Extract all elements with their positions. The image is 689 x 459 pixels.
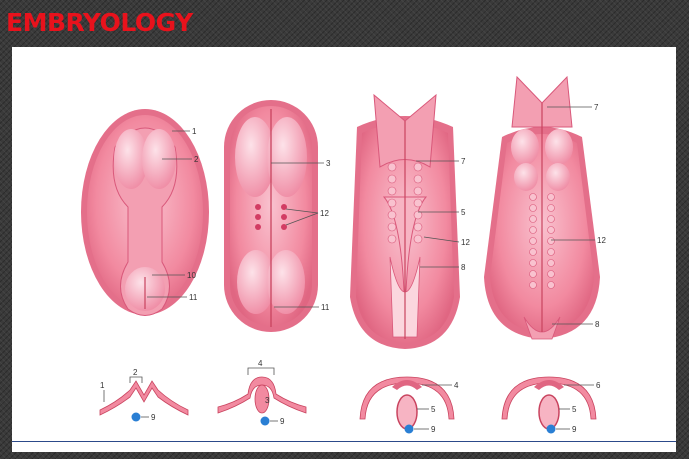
structure-labels: 1 2 10 11 3 12 11 7 5 12 8 7 12 8 1 2 9 …	[100, 103, 606, 434]
label-7: 7	[461, 157, 466, 166]
label-11: 11	[189, 293, 198, 302]
label-9: 9	[151, 413, 156, 422]
label-3: 3	[326, 159, 331, 168]
label-6: 6	[596, 381, 601, 390]
label-10: 10	[187, 271, 196, 280]
label-2: 2	[194, 155, 199, 164]
label-11: 11	[321, 303, 330, 312]
embryo-stage-4	[484, 75, 600, 340]
cross-section-3	[359, 376, 455, 434]
embryo-stage-1	[81, 109, 209, 316]
label-8: 8	[461, 263, 466, 272]
label-12: 12	[320, 209, 329, 218]
label-1: 1	[192, 127, 197, 136]
label-7: 7	[594, 103, 599, 112]
cross-section-4	[501, 376, 597, 434]
caption-strip	[12, 441, 676, 452]
label-12: 12	[597, 236, 606, 245]
cross-section-1	[99, 380, 189, 422]
neurulation-diagram: 1 2 10 11 3 12 11 7 5 12 8 7 12 8 1 2 9 …	[81, 75, 606, 434]
slide-title: EMBRYOLOGY	[6, 8, 193, 37]
label-8: 8	[595, 320, 600, 329]
label-4: 4	[454, 381, 459, 390]
somite-pairs	[255, 204, 287, 230]
label-2: 2	[133, 368, 138, 377]
diagram-panel: 1 2 10 11 3 12 11 7 5 12 8 7 12 8 1 2 9 …	[12, 47, 676, 441]
leader-lines	[103, 106, 595, 430]
label-5: 5	[431, 405, 436, 414]
label-9: 9	[431, 425, 436, 434]
label-1: 1	[100, 381, 105, 390]
somite-column	[387, 162, 423, 244]
label-5: 5	[461, 208, 466, 217]
label-4: 4	[258, 359, 263, 368]
label-9: 9	[572, 425, 577, 434]
somite-column	[529, 193, 555, 289]
label-3: 3	[265, 396, 270, 405]
cross-section-2	[217, 376, 307, 426]
label-12: 12	[461, 238, 470, 247]
embryo-stage-2	[224, 100, 318, 332]
embryo-stage-3	[350, 93, 460, 349]
label-5: 5	[572, 405, 577, 414]
label-9: 9	[280, 417, 285, 426]
